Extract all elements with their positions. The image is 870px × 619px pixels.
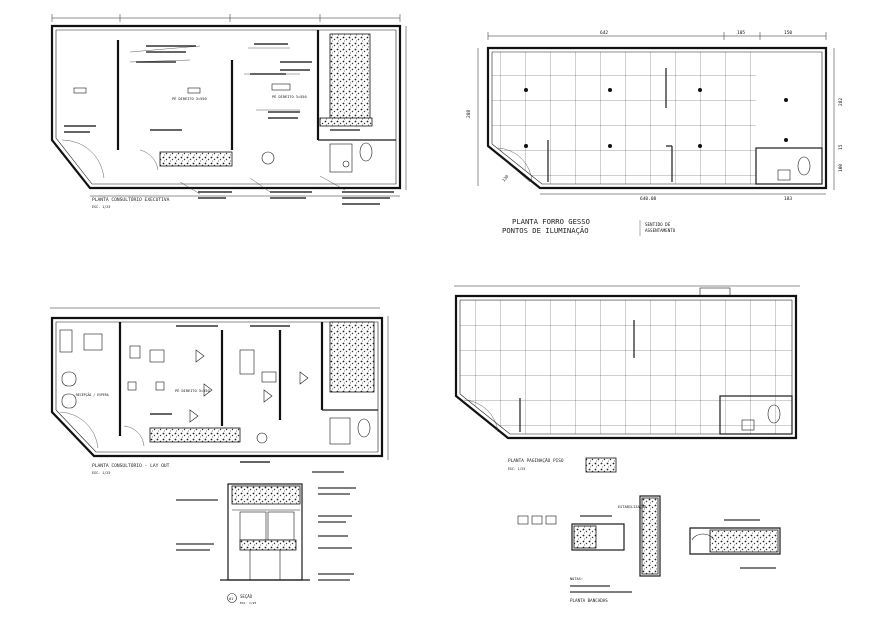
- plan-executive: PÉ DIREITO 3=550 PÉ DIREITO 3=550: [50, 14, 407, 209]
- plan-floor-title: PLANTA PAGINAÇÃO PISO: [508, 457, 564, 464]
- dim-bottom-right: 183: [784, 196, 792, 202]
- dim-right-lower: 100: [838, 164, 844, 172]
- plan-executive-title: PLANTA CONSULTÓRIO EXECUTIVA: [92, 196, 170, 203]
- room-label-executive-2: PÉ DIREITO 3=550: [272, 94, 307, 99]
- plan-ceiling-title-2: PONTOS DE ILUMINAÇÃO: [502, 226, 589, 235]
- section-detail: 01 SEÇÃO ESC. 1/25: [176, 471, 356, 605]
- dim-left: 288: [466, 110, 472, 118]
- plan-layout: PÉ DIREITO 3=550 RECEPÇÃO / ESPERA PLANT…: [50, 307, 389, 475]
- section-number: 01: [229, 597, 233, 601]
- dim-right-upper: 282: [838, 98, 844, 106]
- detail-title: PLANTA BANCADAS: [570, 598, 608, 603]
- section-scale: ESC. 1/25: [240, 601, 256, 605]
- plan-layout-title: PLANTA CONSULTÓRIO - LAY OUT: [92, 462, 170, 469]
- plan-floor: PLANTA PAGINAÇÃO PISO ESC. 1/25 ESTABILI…: [454, 285, 800, 603]
- note-label: NOTAS:: [570, 577, 583, 581]
- legend-line-2: ASSENTAMENTO: [645, 228, 676, 233]
- plan-executive-scale: ESC. 1/25: [92, 205, 110, 209]
- plan-ceiling-title-1: PLANTA FORRO GESSO: [512, 217, 590, 226]
- plan-layout-scale: ESC. 1/25: [92, 471, 110, 475]
- layout-label-b: RECEPÇÃO / ESPERA: [76, 392, 109, 397]
- dim-top-right: 150: [784, 30, 792, 36]
- room-label-executive-1: PÉ DIREITO 3=550: [172, 96, 207, 101]
- dim-top-main: 642: [600, 30, 608, 36]
- dim-top-mid: 105: [737, 30, 745, 36]
- detail-label: ESTABILIZAÇÃO: [618, 504, 646, 509]
- dim-door-diag: 130: [501, 173, 510, 182]
- plan-ceiling: 642 105 150 288 282 15 100 640.08 183 13…: [466, 30, 844, 236]
- dim-right-small: 15: [838, 144, 844, 150]
- dim-bottom: 640.08: [640, 196, 657, 202]
- legend-line-1: SENTIDO DE: [645, 222, 671, 227]
- layout-label-a: PÉ DIREITO 3=550: [175, 388, 210, 393]
- section-title: SEÇÃO: [240, 594, 253, 599]
- plan-floor-scale: ESC. 1/25: [508, 467, 525, 471]
